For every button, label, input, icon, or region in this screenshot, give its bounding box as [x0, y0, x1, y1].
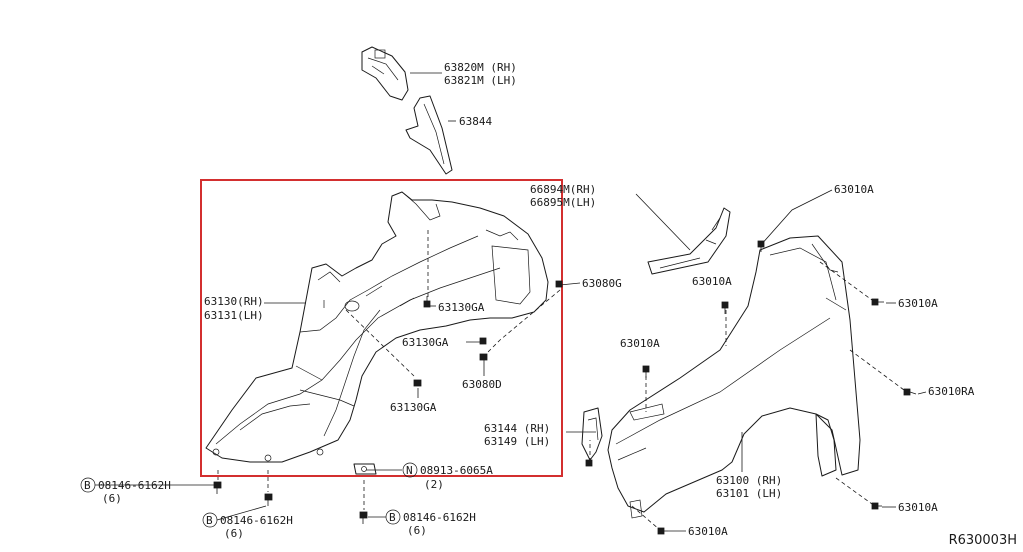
clip-icon[interactable] — [423, 296, 431, 308]
bracket-63144[interactable] — [581, 407, 603, 461]
callout-63130ga-2[interactable]: 63130GA — [402, 336, 449, 349]
bolt-icon[interactable] — [264, 493, 273, 506]
leader-08146-b — [216, 505, 267, 521]
bolt-icon[interactable] — [871, 298, 884, 306]
callout-66894m[interactable]: 66894M(RH) 66895M(LH) — [530, 183, 596, 209]
callout-63010a-bot[interactable]: 63010A — [688, 525, 728, 538]
callout-63010a-top[interactable]: 63010A — [834, 183, 874, 196]
bolt-icon[interactable] — [903, 388, 917, 396]
callout-line: 63010A — [898, 501, 938, 514]
bracket-63820m[interactable] — [361, 46, 409, 101]
callout-line: 08146-6162H — [403, 511, 476, 524]
bolt-icon[interactable] — [213, 481, 222, 494]
callout-line: 66894M(RH) — [530, 183, 596, 196]
callout-63080g[interactable]: 63080G — [582, 277, 622, 290]
bolt-icon[interactable] — [642, 365, 650, 378]
leader-lines — [264, 72, 927, 532]
callout-line: 63010RA — [928, 385, 975, 398]
n-marker-icon — [402, 462, 418, 478]
callout-qty: (6) — [102, 492, 122, 505]
callout-63010a-mid[interactable]: 63010A — [692, 275, 732, 288]
callout-line: 63100 (RH) — [716, 474, 782, 487]
marker-letter: B — [84, 479, 91, 492]
callout-line: 08146-6162H — [220, 514, 293, 527]
callout-line: 63144 (RH) — [484, 422, 550, 435]
nut-icon[interactable] — [353, 463, 377, 475]
callout-line: 63131(LH) — [204, 309, 264, 322]
callout-line: 63101 (LH) — [716, 487, 782, 500]
clip-icon[interactable] — [479, 337, 487, 345]
callout-line: 63821M (LH) — [444, 74, 517, 87]
callout-08913[interactable]: N 08913-6065A (2) — [402, 462, 493, 491]
callout-63820m[interactable]: 63820M (RH) 63821M (LH) — [444, 61, 517, 87]
callout-63144[interactable]: 63144 (RH) 63149 (LH) — [484, 422, 550, 448]
callout-08146-b[interactable]: B 08146-6162H (6) — [202, 512, 293, 540]
callout-63100[interactable]: 63100 (RH) 63101 (LH) — [716, 474, 782, 500]
bolt-icon[interactable] — [757, 240, 765, 252]
callout-line: 63080D — [462, 378, 502, 391]
callout-08146-a[interactable]: B 08146-6162H (6) — [80, 477, 171, 505]
bolt-icon[interactable] — [657, 527, 668, 535]
callout-63130[interactable]: 63130(RH) 63131(LH) — [204, 295, 264, 322]
fender-63100[interactable] — [607, 235, 861, 519]
bolt-icon[interactable] — [721, 301, 729, 314]
callout-line: 63010A — [898, 297, 938, 310]
callout-63130ga-3[interactable]: 63130GA — [390, 401, 437, 414]
callout-line: 63844 — [459, 115, 492, 128]
seal-strip-63844[interactable] — [405, 95, 453, 175]
callout-line: 63130GA — [390, 401, 437, 414]
callout-line: 66895M(LH) — [530, 196, 596, 209]
callout-line: 63010A — [692, 275, 732, 288]
clip-icon[interactable] — [555, 280, 563, 288]
marker-letter: B — [389, 511, 396, 524]
callout-line: 63010A — [620, 337, 660, 350]
callout-line: 08913-6065A — [420, 464, 493, 477]
callout-63844[interactable]: 63844 — [459, 115, 492, 128]
callout-line: 63149 (LH) — [484, 435, 550, 448]
bolt-icon[interactable] — [871, 502, 882, 510]
callout-08146-c[interactable]: B 08146-6162H (6) — [385, 509, 476, 537]
fasteners — [213, 240, 917, 535]
protector-63130[interactable] — [205, 191, 549, 463]
callout-line: 63010A — [834, 183, 874, 196]
callout-line: 63820M (RH) — [444, 61, 517, 74]
clip-icon[interactable] — [413, 379, 422, 387]
callout-line: 63130GA — [438, 301, 485, 314]
callout-63080d[interactable]: 63080D — [462, 378, 502, 391]
callout-63010a-r2[interactable]: 63010A — [898, 501, 938, 514]
callout-line: 63010A — [688, 525, 728, 538]
callout-63130ga-1[interactable]: 63130GA — [438, 301, 485, 314]
callout-qty: (6) — [407, 524, 427, 537]
callout-line: 63130GA — [402, 336, 449, 349]
clip-icon[interactable] — [585, 459, 593, 467]
callout-63010a-r1[interactable]: 63010A — [898, 297, 938, 310]
callout-line: 63080G — [582, 277, 622, 290]
callout-qty: (2) — [424, 478, 444, 491]
callout-line: 63130(RH) — [204, 295, 264, 308]
highlight-box — [200, 179, 563, 477]
marker-letter: N — [406, 464, 413, 477]
reference-code: R630003H — [949, 533, 1017, 548]
bolt-icon[interactable] — [359, 511, 368, 524]
callout-63010ra[interactable]: 63010RA — [928, 385, 975, 398]
moulding-66894m[interactable] — [647, 207, 731, 275]
callout-line: 08146-6162H — [98, 479, 171, 492]
assembly-lines — [217, 230, 905, 531]
clip-icon[interactable] — [479, 353, 488, 361]
callout-63010a-left[interactable]: 63010A — [620, 337, 660, 350]
callout-qty: (6) — [224, 527, 244, 540]
marker-letter: B — [206, 514, 213, 527]
